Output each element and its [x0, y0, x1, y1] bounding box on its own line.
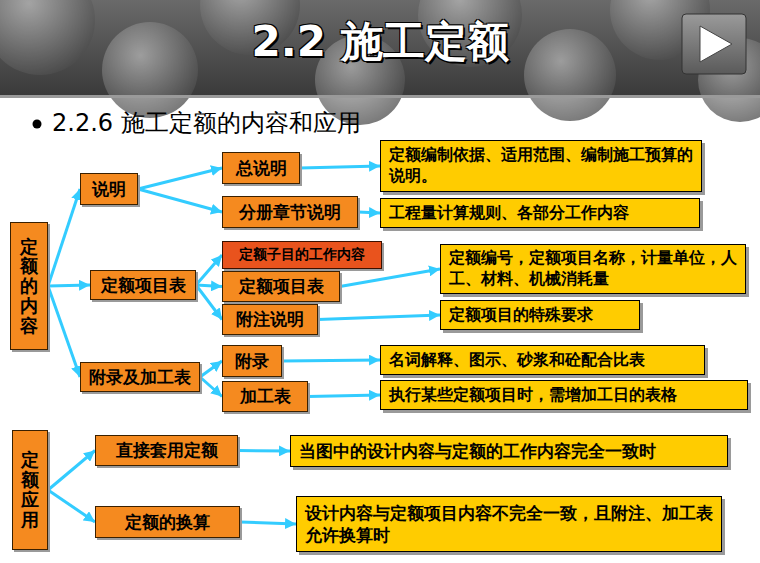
connector-arrow [196, 285, 222, 287]
section-box: 直接套用定额 [95, 435, 238, 466]
section-box: 说明 [80, 173, 138, 205]
box-text: 定额编号，定额项目名称，计量单位，人工、材料、机械消耗量 [449, 248, 737, 290]
item-box: 分册章节说明 [222, 196, 358, 228]
box-text: 总说明 [236, 157, 287, 180]
connector-arrow [238, 449, 290, 453]
box-text: 定额的内容 [20, 237, 38, 336]
section-box: 定额项目表 [90, 270, 196, 300]
note-box: 名词解释、图示、砂浆和砼配合比表 [380, 345, 705, 375]
box-text: 定额项目表 [239, 275, 324, 298]
box-text: 说明 [92, 178, 126, 201]
box-text: 分册章节说明 [239, 201, 341, 224]
box-text: 附录 [235, 350, 269, 373]
connector-arrow [196, 285, 222, 320]
connector-arrow [340, 269, 440, 287]
connector-arrow [318, 315, 440, 320]
connector-arrow [300, 166, 380, 168]
box-text: 直接套用定额 [116, 439, 218, 462]
box-text: 工程量计算规则、各部分工作内容 [389, 203, 629, 224]
connector-arrow [200, 377, 222, 397]
connector-arrow [282, 360, 380, 361]
section-box: 附录及加工表 [80, 362, 200, 392]
connector-arrow [48, 286, 80, 377]
connector-arrow [138, 168, 222, 189]
note-box: 定额项目的特殊要求 [440, 300, 640, 330]
connector-arrow [240, 522, 296, 524]
note-box: 执行某些定额项目时，需增加工日的表格 [380, 380, 748, 410]
connector-arrow [48, 490, 95, 522]
box-text: 执行某些定额项目时，需增加工日的表格 [389, 385, 677, 406]
connector-arrow [358, 212, 380, 213]
box-text: 附录及加工表 [89, 366, 191, 389]
connector-arrow [48, 451, 95, 491]
item-box: 定额子目的工作内容 [222, 241, 382, 269]
bullet-dot [33, 120, 42, 129]
note-box: 工程量计算规则、各部分工作内容 [380, 198, 700, 228]
box-text: 名词解释、图示、砂浆和砼配合比表 [389, 350, 645, 371]
box-text: 定额的换算 [125, 511, 210, 534]
box-text: 定额应用 [21, 450, 39, 529]
note-box: 当图中的设计内容与定额的工作内容完全一致时 [290, 435, 728, 467]
section-box: 定额的换算 [95, 506, 240, 538]
connector-arrow [196, 255, 222, 285]
connector-arrow [200, 361, 222, 377]
box-text: 定额项目的特殊要求 [449, 305, 593, 326]
box-text: 定额项目表 [101, 274, 186, 297]
box-text: 定额编制依据、适用范围、编制施工预算的说明。 [389, 145, 693, 187]
category-box: 定额应用 [12, 430, 48, 550]
item-box: 附注说明 [222, 304, 318, 335]
box-text: 附注说明 [236, 308, 304, 331]
note-box: 定额编制依据、适用范围、编制施工预算的说明。 [380, 140, 702, 192]
connector-arrow [48, 285, 90, 286]
connector-arrow [48, 189, 80, 286]
connector-arrow [308, 395, 380, 397]
header-edge [0, 95, 760, 98]
connector-arrow [138, 189, 222, 212]
coin-pattern [0, 0, 760, 125]
note-box: 设计内容与定额项目内容不完全一致，且附注、加工表允许换算时 [296, 496, 722, 552]
slide-title: 2.2 施工定额 [0, 14, 760, 70]
item-box: 加工表 [222, 381, 308, 412]
section-heading: 2.2.6 施工定额的内容和应用 [52, 107, 361, 139]
box-text: 当图中的设计内容与定额的工作内容完全一致时 [299, 440, 656, 462]
box-text: 加工表 [240, 385, 291, 408]
item-box: 总说明 [222, 152, 300, 184]
category-box: 定额的内容 [10, 222, 48, 350]
play-button [682, 14, 746, 74]
item-box: 定额项目表 [222, 271, 340, 302]
box-text: 设计内容与定额项目内容不完全一致，且附注、加工表允许换算时 [305, 502, 713, 546]
note-box: 定额编号，定额项目名称，计量单位，人工、材料、机械消耗量 [440, 244, 746, 294]
item-box: 附录 [222, 345, 282, 377]
box-text: 定额子目的工作内容 [239, 246, 365, 264]
